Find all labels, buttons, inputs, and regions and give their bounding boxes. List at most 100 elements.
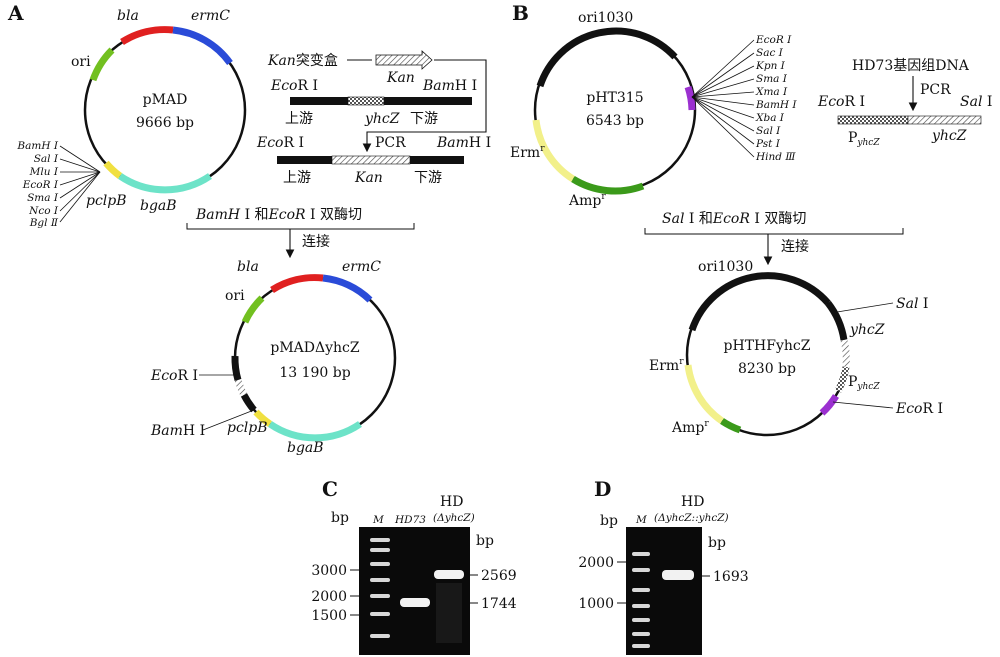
kan-cassette-label: Kan突变盒 (267, 52, 338, 69)
phthf-yhcz-label: yhcZ (849, 322, 885, 338)
gel-c-lane-m: M (372, 514, 384, 526)
label-pclpb-2: pclpB (227, 420, 268, 436)
gel-c-lane3-a: HD (440, 494, 463, 510)
genome-yhcz-label: yhcZ (931, 128, 967, 144)
label-amp-2: Ampr (671, 419, 709, 436)
plasmid-pht315: pHT315 6543 bp ori1030 Ermr Ampr EcoR Ⅰ … (510, 10, 797, 209)
phthf-size: 8230 bp (738, 361, 796, 377)
gel-c-lane-hd73: HD73 (394, 514, 426, 526)
construct2-ecor1: EcoR Ⅰ (256, 135, 304, 151)
pht315-site-4: Xma Ⅰ (755, 86, 788, 98)
pmad-site-6: Bgl Ⅱ (29, 217, 59, 229)
gel-d-marker-1000: 1000 (578, 596, 614, 612)
genomic-fragment: HD73基因组DNA PCR EcoR Ⅰ Sal Ⅰ PyhcZ yhcZ (817, 57, 992, 148)
gel-d-unit-right: bp (708, 535, 726, 551)
pht315-name: pHT315 (586, 90, 643, 106)
pht315-site-8: Pst Ⅰ (755, 138, 781, 150)
panel-letter-a: A (7, 1, 24, 25)
bgab-segment-2 (268, 421, 362, 442)
label-bla: bla (117, 8, 139, 24)
ermc-segment (172, 26, 233, 66)
pht315-site-3: Sma Ⅰ (756, 73, 788, 85)
gel-c-ladder (370, 538, 390, 638)
pht315-site-0: EcoR Ⅰ (755, 34, 792, 46)
pmad-site-5: Nco Ⅰ (28, 205, 59, 217)
phthf-promoter-label: PyhcZ (848, 374, 880, 392)
panel-letter-b: B (512, 1, 529, 25)
bgab-segment (118, 173, 212, 194)
plasmid-pmad: pMAD 9666 bp bla ermC ori pclpB bgaB Bam… (16, 8, 247, 229)
pht315-site-7: Sal Ⅰ (756, 125, 781, 137)
phthf-name: pHTHFyhcZ (724, 338, 811, 354)
ori1030-segment-2 (688, 272, 831, 332)
pmad-name: pMAD (143, 92, 188, 108)
phthf-sal1: Sal Ⅰ (896, 296, 928, 312)
pmad-size: 9666 bp (136, 115, 194, 131)
pmad-site-4: Sma Ⅰ (27, 192, 59, 204)
genome-ecor1: EcoR Ⅰ (817, 94, 865, 110)
pht315-site-1: Sac Ⅰ (756, 47, 784, 59)
gel-c-marker-3000: 3000 (311, 563, 347, 579)
mcs-segment-2 (819, 394, 839, 416)
gel-d-lane-m: M (635, 514, 647, 526)
gel-c-marker-2000: 2000 (311, 589, 347, 605)
genome-label: HD73基因组DNA (852, 57, 970, 74)
gel-d-lane2-a: HD (681, 494, 704, 510)
pht315-site-5: BamH Ⅰ (755, 99, 797, 111)
kan-arrow (375, 50, 433, 70)
construct2-downstream: 下游 (414, 170, 442, 186)
label-ori1030: ori1030 (578, 10, 633, 26)
yhcz-construct: EcoR Ⅰ BamH Ⅰ 上游 yhcZ 下游 PCR EcoR Ⅰ BamH… (256, 59, 491, 186)
plasmid-phthf-yhcz: pHTHFyhcZ 8230 bp ori1030 Ermr Ampr Sal … (649, 259, 943, 437)
pmad-mcs (59, 145, 101, 223)
pmad-yhcz-ecor1: EcoR Ⅰ (150, 368, 198, 384)
ligation-b-label: 连接 (781, 238, 809, 255)
panel-letter-c: C (322, 477, 338, 501)
erm-segment (532, 119, 575, 182)
digest-bracket-a: BamH Ⅰ 和EcoR Ⅰ 双酶切 连接 (186, 207, 415, 259)
gel-c-unit-right: bp (476, 533, 494, 549)
genome-sal1: Sal Ⅰ (960, 94, 992, 110)
gel-d: bp M HD (ΔyhcZ::yhcZ) bp 2000 1000 1693 (578, 494, 749, 655)
label-ori-2: ori (225, 288, 245, 304)
pmad-yhcz-size: 13 190 bp (279, 365, 350, 381)
gel-c-band-hd73 (400, 598, 430, 607)
gel-c-band-2569: 2569 (481, 568, 517, 584)
label-bgab-2: bgaB (287, 440, 324, 456)
ori-segment (89, 47, 115, 82)
construct-pcr-label: PCR (375, 135, 406, 151)
amp-segment (571, 175, 645, 195)
gel-c: bp M HD73 HD (ΔyhcZ) bp 3000 2000 1500 2… (311, 494, 517, 655)
label-amp: Ampr (568, 192, 606, 209)
gel-d-unit-left: bp (600, 513, 618, 529)
plasmid-pmad-yhcz: pMADΔyhcZ 13 190 bp bla ermC ori EcoR Ⅰ … (150, 259, 397, 456)
pclpb-segment (103, 160, 123, 179)
label-bla-2: bla (237, 259, 259, 275)
construct1-yhcz: yhcZ (364, 111, 400, 127)
gel-d-lane2-b: (ΔyhcZ::yhcZ) (654, 512, 729, 524)
amp-segment-2 (720, 418, 742, 434)
gel-c-marker-1500: 1500 (311, 608, 347, 624)
label-erm-2: Ermr (649, 357, 684, 374)
pmad-yhcz-bamh1: BamH Ⅰ (150, 423, 205, 439)
construct1-downstream: 下游 (410, 111, 438, 127)
construct1-ecor1: EcoR Ⅰ (270, 78, 318, 94)
gel-c-lane3-b: (ΔyhcZ) (433, 512, 475, 524)
gel-d-ladder (632, 552, 650, 648)
pmad-site-0: BamH Ⅰ (16, 140, 58, 152)
label-ermc: ermC (191, 8, 230, 24)
pmad-yhcz-name: pMADΔyhcZ (270, 340, 360, 356)
bla-segment-2 (270, 274, 324, 294)
construct1-upstream: 上游 (285, 111, 313, 127)
pclpb-segment-2 (253, 409, 273, 427)
label-bgab: bgaB (140, 198, 177, 214)
construct2-bamh1: BamH Ⅰ (436, 135, 491, 151)
construct1-bamh1: BamH Ⅰ (422, 78, 477, 94)
genome-promoter-label: PyhcZ (848, 130, 880, 148)
label-ori: ori (71, 54, 91, 70)
ori1030-segment (536, 27, 678, 88)
gel-d-band-1693: 1693 (713, 569, 749, 585)
pmad-site-2: Mlu Ⅰ (29, 166, 59, 178)
